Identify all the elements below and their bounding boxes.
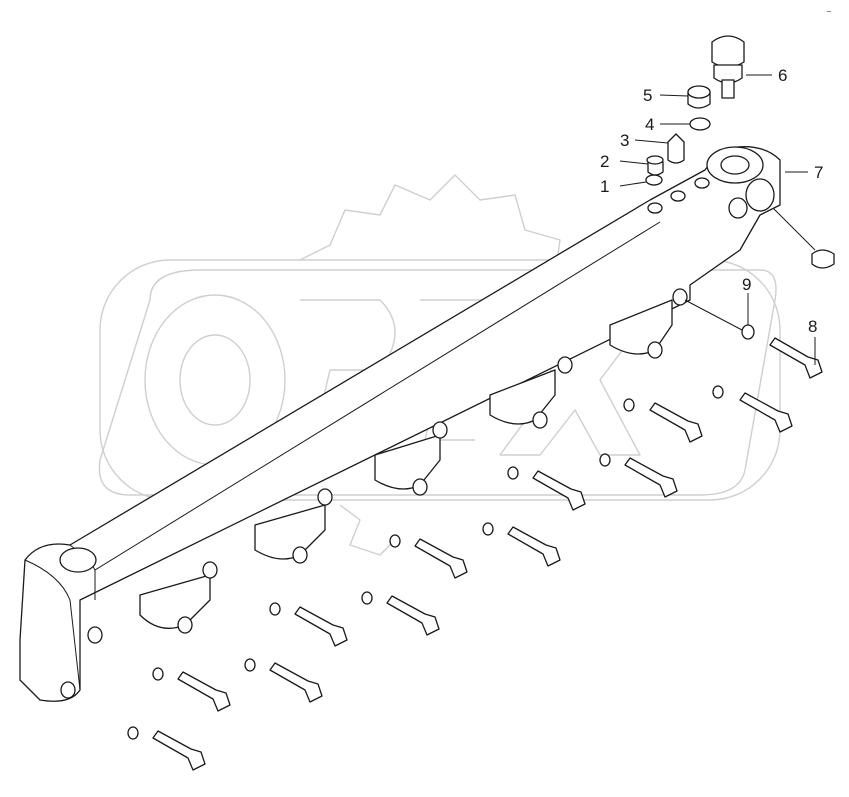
corner-mark: ~: [826, 8, 832, 16]
callout-3: 3: [620, 131, 629, 150]
callout-9: 9: [742, 275, 751, 294]
callout-leaders: [619, 74, 816, 365]
small-parts: [645, 35, 835, 269]
callout-4: 4: [645, 115, 654, 134]
washer-part-1: [645, 174, 663, 186]
callout-6: 6: [778, 66, 787, 85]
plug-part-2: [647, 161, 664, 176]
plug-part-3: [667, 133, 685, 164]
callout-labels: 1 2 3 4 5 6 7 8 9: [600, 66, 823, 336]
callout-2: 2: [600, 152, 609, 171]
sensor-part-6: [711, 35, 745, 68]
end-plug: [811, 249, 835, 269]
fuel-rail-manifold: [19, 146, 781, 702]
callout-7: 7: [814, 163, 823, 182]
washer-part-4: [689, 117, 711, 131]
callout-8: 8: [808, 317, 817, 336]
callout-1: 1: [600, 177, 609, 196]
callout-5: 5: [643, 86, 652, 105]
bolts-and-washers: [127, 299, 823, 771]
